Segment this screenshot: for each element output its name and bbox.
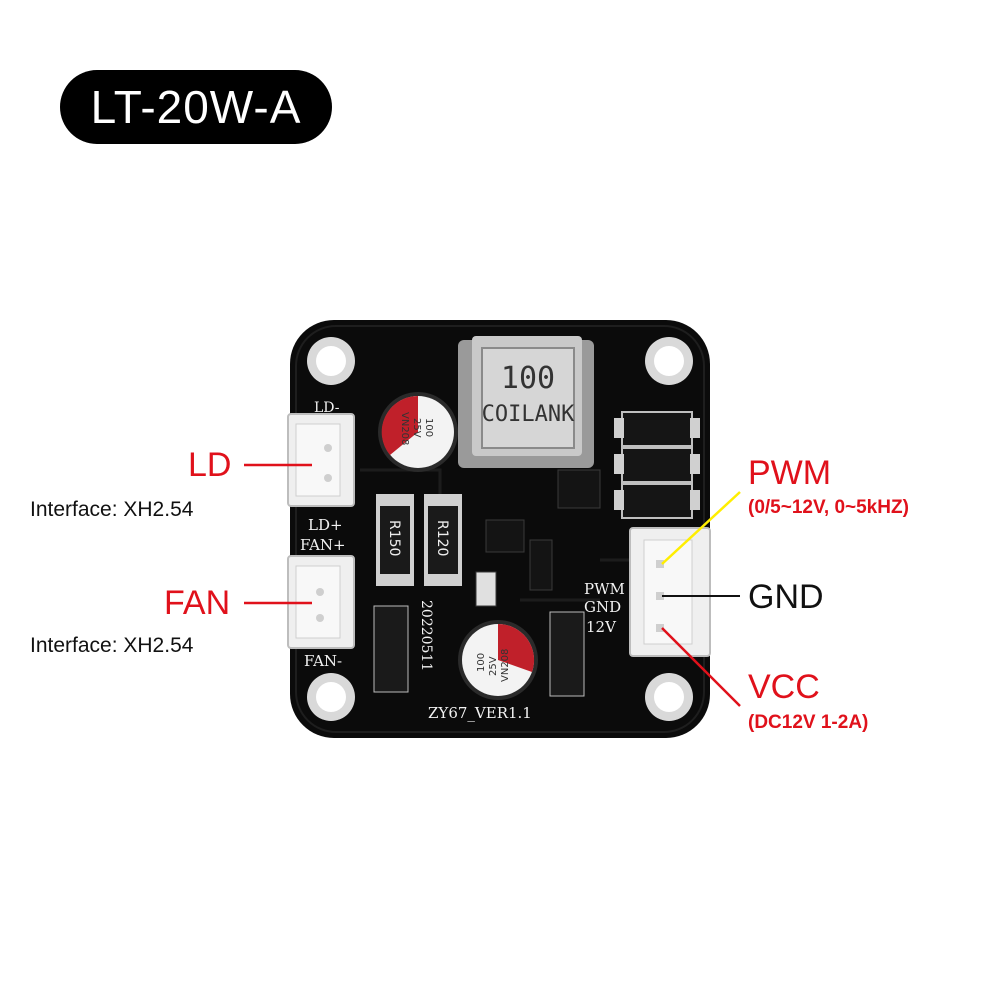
- svg-text:VN208: VN208: [500, 649, 511, 682]
- ld-interface-label: Interface: XH2.54: [30, 498, 194, 521]
- resistor-1: R150: [376, 494, 414, 586]
- svg-text:R150: R150: [386, 520, 402, 556]
- capacitor-2: 100 25V VN208: [458, 620, 538, 700]
- svg-text:25V: 25V: [488, 656, 499, 676]
- fan-label: FAN: [164, 584, 231, 622]
- resistor-2: R120: [424, 494, 462, 586]
- inductor: 100 COILANK: [458, 336, 594, 468]
- right-components: [621, 411, 693, 519]
- product-title: LT-20W-A: [90, 81, 302, 133]
- ic-chips: [373, 469, 601, 697]
- svg-text:R120: R120: [434, 520, 450, 556]
- svg-text:12V: 12V: [586, 618, 617, 636]
- pwm-leader-line: [661, 491, 741, 565]
- svg-text:20220511: 20220511: [418, 600, 434, 671]
- svg-text:FAN+: FAN+: [300, 536, 346, 554]
- vcc-label: VCC: [748, 668, 820, 706]
- svg-text:ZY67_VER1.1: ZY67_VER1.1: [428, 704, 532, 722]
- mounting-holes: [307, 337, 693, 721]
- svg-text:100: 100: [423, 418, 434, 437]
- ld-connector: [287, 413, 355, 507]
- svg-text:GND: GND: [584, 598, 621, 616]
- svg-text:COILANK: COILANK: [482, 402, 575, 427]
- svg-text:VN208: VN208: [399, 412, 410, 445]
- svg-text:FAN-: FAN-: [304, 652, 342, 670]
- svg-text:LD-: LD-: [314, 400, 340, 416]
- product-title-badge: LT-20W-A: [60, 70, 332, 144]
- fan-connector: [287, 555, 355, 649]
- pwm-spec-label: (0/5~12V, 0~5kHZ): [748, 497, 909, 518]
- fan-interface-label: Interface: XH2.54: [30, 634, 194, 657]
- gnd-label: GND: [748, 578, 824, 616]
- vcc-spec-label: (DC12V 1-2A): [748, 712, 869, 733]
- svg-text:PWM: PWM: [584, 580, 625, 598]
- svg-text:100: 100: [501, 361, 555, 396]
- capacitor-1: 100 25V VN208: [378, 392, 458, 472]
- svg-text:100: 100: [476, 653, 487, 672]
- vcc-leader-line: [661, 627, 741, 707]
- ld-label: LD: [188, 446, 232, 484]
- pwm-label: PWM: [748, 454, 832, 492]
- svg-text:LD+: LD+: [308, 516, 343, 534]
- svg-text:25V: 25V: [411, 418, 422, 438]
